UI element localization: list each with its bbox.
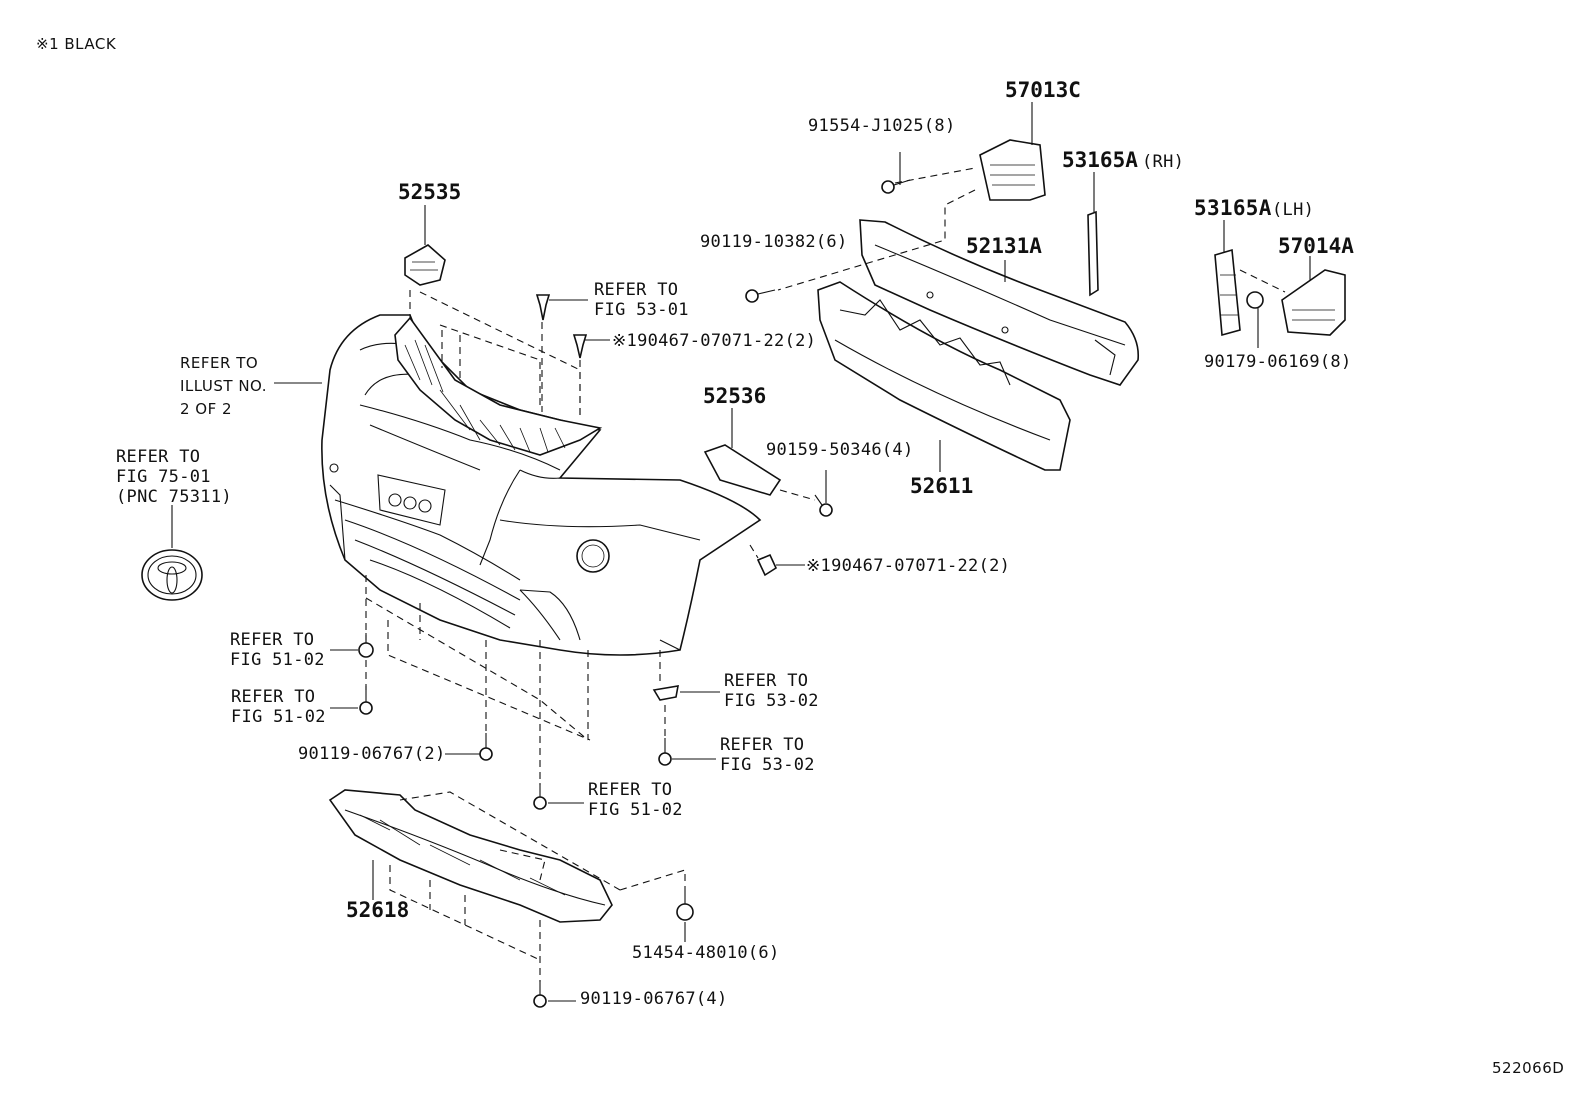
part-53165a-rh-shape bbox=[1087, 210, 1099, 297]
label-52535: 52535 bbox=[398, 180, 462, 204]
note-black: ※1 BLACK bbox=[36, 35, 117, 53]
label-90119-06767-4: 90119-06767(4) bbox=[580, 989, 728, 1009]
label-57013c: 57013C bbox=[1005, 78, 1081, 102]
front-grille bbox=[394, 316, 603, 456]
label-53165a-rh: 53165A bbox=[1062, 148, 1138, 172]
label-53165a-rh-side: (RH) bbox=[1142, 152, 1185, 172]
label-52536: 52536 bbox=[703, 384, 767, 408]
label-refer-fig-75-01: REFER TO FIG 75-01 (PNC 75311) bbox=[116, 447, 232, 507]
label-53165a-lh-side: (LH) bbox=[1272, 200, 1315, 220]
label-refer-fig-51-02-b: REFER TO FIG 51-02 bbox=[231, 687, 326, 727]
bumper-cover bbox=[321, 314, 762, 656]
label-90119-06767-2: 90119-06767(2) bbox=[298, 744, 446, 764]
figure-code: 522066D bbox=[1492, 1059, 1565, 1077]
label-refer-fig-51-02-c: REFER TO FIG 51-02 bbox=[588, 780, 683, 820]
label-clip-190467-side: ※190467-07071-22(2) bbox=[806, 556, 1011, 576]
label-refer-fig-53-02-b: REFER TO FIG 53-02 bbox=[720, 735, 815, 775]
label-51454: 51454-48010(6) bbox=[632, 943, 780, 963]
part-53165a-lh-shape bbox=[1214, 248, 1241, 337]
part-52535-shape bbox=[404, 244, 446, 286]
label-91554: 91554-J1025(8) bbox=[808, 116, 956, 136]
nut-90179 bbox=[1246, 291, 1264, 309]
label-refer-fig-53-02-a: REFER TO FIG 53-02 bbox=[724, 671, 819, 711]
fasteners bbox=[358, 179, 911, 1008]
part-52536-shape bbox=[703, 444, 782, 496]
label-52131a: 52131A bbox=[966, 234, 1042, 258]
leader-lines bbox=[274, 152, 1006, 1002]
part-57014a-shape bbox=[1281, 269, 1346, 336]
engine-undercover bbox=[328, 789, 613, 923]
bumper-reinforcement bbox=[859, 219, 1140, 386]
label-52611: 52611 bbox=[910, 474, 974, 498]
label-refer-fig-51-02-a: REFER TO FIG 51-02 bbox=[230, 630, 325, 670]
label-refer-illust: REFER TO ILLUST NO. 2 OF 2 bbox=[180, 354, 268, 418]
label-57014a: 57014A bbox=[1278, 234, 1354, 258]
label-90159: 90159-50346(4) bbox=[766, 440, 914, 460]
toyota-emblem bbox=[141, 549, 203, 601]
label-refer-fig-53-01: REFER TO FIG 53-01 bbox=[594, 280, 689, 320]
label-52618: 52618 bbox=[346, 898, 410, 922]
label-90119-10382: 90119-10382(6) bbox=[700, 232, 848, 252]
label-clip-190467-top: ※190467-07071-22(2) bbox=[612, 331, 817, 351]
label-53165a-lh: 53165A bbox=[1194, 196, 1272, 220]
label-90179: 90179-06169(8) bbox=[1204, 352, 1352, 372]
energy-absorber bbox=[817, 281, 1071, 471]
part-57013c-shape bbox=[979, 139, 1046, 201]
assembly-dashed-lines bbox=[365, 167, 976, 982]
